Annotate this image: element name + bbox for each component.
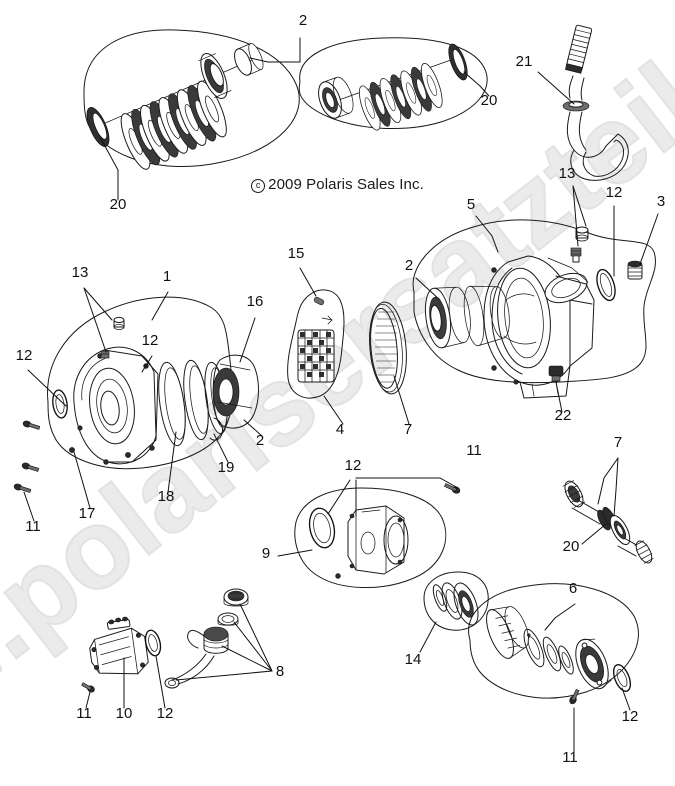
callout-5: 5: [467, 196, 475, 213]
callout-2: 2: [405, 257, 413, 274]
callout-18: 18: [158, 488, 175, 505]
callout-7: 7: [614, 434, 622, 451]
callout-22: 22: [555, 407, 572, 424]
callout-1: 1: [163, 268, 171, 285]
group-pinion-shaft-assembly: [562, 457, 654, 564]
group-clutch-pack-exploded-upper-left: [83, 29, 301, 201]
group-clutch-pack-exploded-upper-mid: [298, 37, 490, 133]
callout-11: 11: [466, 442, 482, 459]
callout-11: 11: [25, 518, 41, 535]
callout-9: 9: [262, 545, 270, 562]
callout-13: 13: [72, 264, 89, 281]
callout-4: 4: [336, 421, 344, 438]
callout-12: 12: [142, 332, 159, 349]
group-sprag-clutch-and-hub: [287, 267, 410, 425]
callout-11: 11: [562, 749, 578, 766]
callout-14: 14: [405, 651, 422, 668]
callout-6: 6: [569, 580, 577, 597]
callout-20: 20: [110, 196, 127, 213]
callout-12: 12: [345, 457, 362, 474]
callout-12: 12: [622, 708, 639, 725]
group-vent-hose-assembly: [537, 24, 629, 181]
rear-housing-body: [483, 255, 595, 399]
callout-7: 7: [404, 421, 412, 438]
callout-12: 12: [16, 347, 33, 364]
callout-3: 3: [657, 193, 665, 210]
callout-19: 19: [218, 459, 235, 476]
front-housing-body: [52, 346, 159, 465]
callout-21: 21: [516, 53, 533, 70]
callout-17: 17: [79, 505, 96, 522]
pump-body: [347, 505, 409, 575]
callout-10: 10: [116, 705, 133, 722]
callout-2: 2: [299, 12, 307, 29]
callout-20: 20: [563, 538, 580, 555]
group-front-gearcase-housing: [13, 287, 263, 522]
callout-12: 12: [606, 184, 623, 201]
callout-12: 12: [157, 705, 174, 722]
callout-20: 20: [481, 92, 498, 109]
group-bearing-and-seal-pack: [419, 571, 639, 753]
group-actuator-and-fork: [164, 588, 273, 689]
callout-15: 15: [288, 245, 305, 262]
group-rear-gearcase-housing: [412, 185, 659, 413]
callout-16: 16: [247, 293, 264, 310]
callout-11: 11: [76, 705, 92, 722]
callout-2: 2: [256, 432, 264, 449]
group-hydraulic-pump-cover: [277, 477, 461, 589]
callout-8: 8: [276, 663, 284, 680]
group-coil-housing-assembly: [81, 616, 166, 709]
callout-13: 13: [559, 165, 576, 182]
